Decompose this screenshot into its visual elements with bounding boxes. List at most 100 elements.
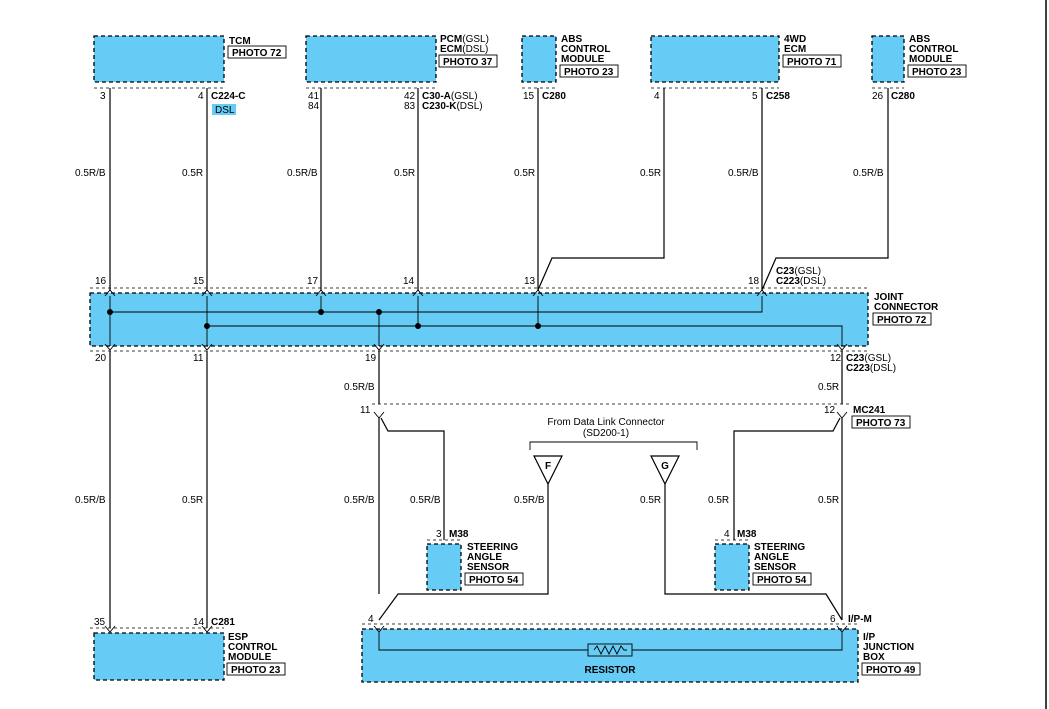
esp-line2: CONTROL (228, 642, 277, 653)
pcm-photo[interactable]: PHOTO 37 (443, 57, 493, 68)
pcm-name: PCM (440, 34, 462, 45)
steering-angle-sensor-2[interactable]: 4 M38 STEERING ANGLE SENSOR PHOTO 54 (714, 529, 812, 591)
dlc-f-arrow (533, 455, 563, 486)
abs1-line1: ABS (561, 34, 582, 45)
esp-photo[interactable]: PHOTO 23 (231, 665, 281, 676)
tcm-connector: C224-C (211, 91, 245, 102)
esp-pin-14: 14 (193, 617, 205, 628)
pcm-ecm-component[interactable]: PCM(GSL) ECM(DSL) PHOTO 37 41 84 42 83 C… (305, 34, 498, 112)
joint-line1: JOINT (874, 292, 903, 303)
abs2-line2: CONTROL (909, 44, 958, 55)
ipjb-line1: I/P (863, 632, 876, 643)
wire-label-pcm41: 0.5R/B (287, 168, 318, 179)
sensor1-pin: 3 (436, 529, 442, 540)
svg-text:C223(DSL): C223(DSL) (776, 276, 826, 287)
wire-label-j12: 0.5R (818, 382, 839, 393)
esp-line1: ESP (228, 632, 248, 643)
sensor1-connector: M38 (449, 529, 469, 540)
top-wire-labels: 0.5R/B 0.5R 0.5R/B 0.5R 0.5R 0.5R 0.5R/B… (75, 168, 884, 179)
joint-bot-conn1-suffix: (GSL) (864, 353, 891, 364)
joint-bot-pin-12: 12 (830, 353, 842, 364)
abs2-line3: MODULE (909, 54, 953, 65)
wire-label-sensor2: 0.5R (708, 495, 729, 506)
tcm-component[interactable]: TCM PHOTO 72 3 4 C224-C DSL (93, 35, 287, 116)
wire-label-esp35: 0.5R/B (75, 495, 106, 506)
abs-module-1[interactable]: ABS CONTROL MODULE PHOTO 23 15 C280 (521, 34, 619, 102)
ecm4wd-photo[interactable]: PHOTO 71 (787, 57, 837, 68)
tcm-name: TCM (229, 36, 251, 47)
svg-text:C223(DSL): C223(DSL) (846, 363, 896, 374)
dlc-line1: From Data Link Connector (547, 417, 665, 428)
joint-line2: CONNECTOR (874, 302, 939, 313)
data-link-connector[interactable]: From Data Link Connector (SD200-1) F G (529, 417, 698, 486)
abs2-pin: 26 (872, 91, 884, 102)
sensor2-line3: SENSOR (754, 562, 797, 573)
wire-label-tcm3: 0.5R/B (75, 168, 106, 179)
ecm-4wd-component[interactable]: 4WD ECM PHOTO 71 4 5 C258 (650, 34, 842, 102)
joint-bot-conn2: C223 (846, 363, 870, 374)
pcm-pin-83: 83 (404, 101, 416, 112)
abs1-photo[interactable]: PHOTO 23 (564, 67, 614, 78)
pcm-gsl: (GSL) (462, 34, 489, 45)
joint-top-pin-13: 13 (524, 276, 536, 287)
lower-wire-labels: 0.5R/B 0.5R 0.5R/B 0.5R 0.5R/B 0.5R/B 0.… (75, 382, 839, 506)
dlc-g-arrow (650, 455, 680, 486)
ecm-dsl: (DSL) (462, 44, 488, 55)
svg-text:C23(GSL): C23(GSL) (846, 353, 891, 364)
dlc-g-label: G (661, 461, 669, 472)
ecm-name: ECM (440, 44, 462, 55)
wire-label-pcm42: 0.5R (394, 168, 415, 179)
esp-control-module[interactable]: 35 14 C281 ESP CONTROL MODULE PHOTO 23 (90, 617, 286, 681)
tcm-dsl-tag: DSL (215, 105, 235, 116)
wire-label-j19: 0.5R/B (344, 382, 375, 393)
pcm-conn2: C230-K (422, 101, 457, 112)
joint-top-pin-16: 16 (95, 276, 107, 287)
pcm-pin-42: 42 (404, 91, 416, 102)
esp-connector: C281 (211, 617, 235, 628)
tcm-photo[interactable]: PHOTO 72 (232, 48, 282, 59)
sensor1-line2: ANGLE (467, 552, 502, 563)
dlc-line2: (SD200-1) (583, 428, 629, 439)
sensor1-photo[interactable]: PHOTO 54 (469, 575, 519, 586)
ipjb-photo[interactable]: PHOTO 49 (866, 665, 916, 676)
ip-junction-box[interactable]: 4 6 I/P-M RESISTOR I/P JUNCTION BOX PHOT… (361, 614, 921, 683)
ecm4wd-connector: C258 (766, 91, 790, 102)
joint-top-pin-14: 14 (403, 276, 415, 287)
top-wires (109, 88, 889, 291)
sensor2-photo[interactable]: PHOTO 54 (757, 575, 807, 586)
ecm4wd-line2: ECM (784, 44, 806, 55)
wire-label-abs2: 0.5R/B (853, 168, 884, 179)
wire-label-f: 0.5R/B (514, 495, 545, 506)
pcm-pin-84: 84 (308, 101, 320, 112)
wire-label-esp14: 0.5R (182, 495, 203, 506)
resistor-label: RESISTOR (585, 665, 637, 676)
joint-top-conn1-suffix: (GSL) (794, 266, 821, 277)
pcm-pin-41: 41 (308, 91, 320, 102)
svg-text:PCM(GSL): PCM(GSL) (440, 34, 489, 45)
abs-module-2[interactable]: ABS CONTROL MODULE PHOTO 23 26 C280 (871, 34, 967, 102)
joint-connector[interactable]: 16 15 17 14 13 18 C23(GSL) C223(DSL) JOI… (89, 266, 939, 374)
joint-top-pin-18: 18 (748, 276, 760, 287)
mc241-connector[interactable]: 11 12 MC241 PHOTO 73 (360, 403, 911, 429)
esp-line3: MODULE (228, 652, 272, 663)
abs2-line1: ABS (909, 34, 930, 45)
steering-angle-sensor-1[interactable]: 3 M38 STEERING ANGLE SENSOR PHOTO 54 (426, 529, 524, 591)
abs2-photo[interactable]: PHOTO 23 (912, 67, 962, 78)
ipjb-line3: BOX (863, 652, 885, 663)
sensor1-line3: SENSOR (467, 562, 510, 573)
svg-text:C30-A(GSL): C30-A(GSL) (422, 91, 478, 102)
joint-photo[interactable]: PHOTO 72 (877, 315, 927, 326)
svg-text:C23(GSL): C23(GSL) (776, 266, 821, 277)
sensor1-line1: STEERING (467, 542, 518, 553)
wire-label-tcm4: 0.5R (182, 168, 203, 179)
joint-bot-conn2-suffix: (DSL) (870, 363, 896, 374)
lower-wires (109, 351, 843, 628)
abs1-connector: C280 (542, 91, 566, 102)
tcm-pin-4: 4 (198, 91, 204, 102)
mc241-pin-12: 12 (824, 405, 836, 416)
mc241-photo[interactable]: PHOTO 73 (856, 418, 906, 429)
sensor2-connector: M38 (737, 529, 757, 540)
pcm-conn1: C30-A (422, 91, 451, 102)
ipjb-pin-4: 4 (368, 614, 374, 625)
